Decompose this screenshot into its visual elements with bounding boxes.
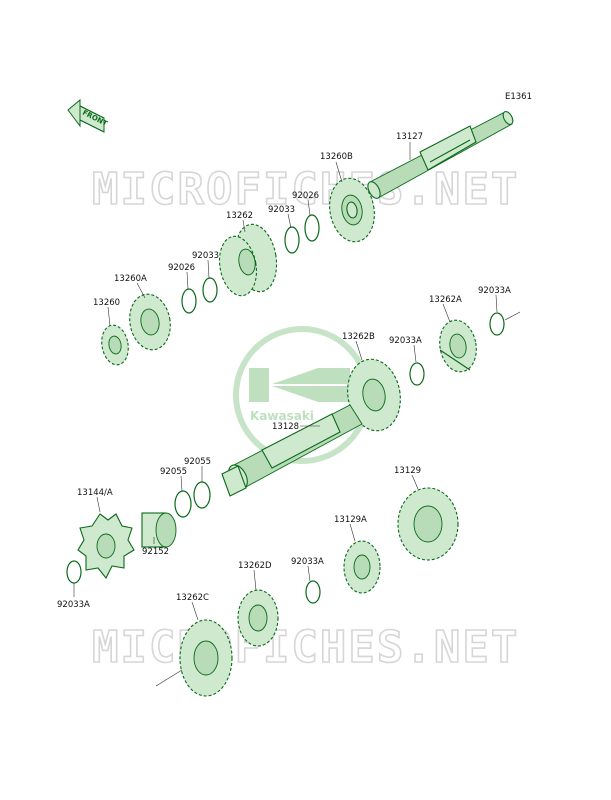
label-13128: 13128 [272,422,299,432]
watermark-bottom: MICROFICHES.NET [92,622,519,673]
shaft-13128 [221,404,363,497]
label-13262C: 13262C [176,593,209,603]
oring-92055-a [174,490,192,518]
gear-13260A [129,293,171,351]
washer-92033-upper [284,226,300,254]
label-92033A-mid: 92033A [389,336,422,346]
gear-13260 [101,324,129,366]
label-92152: 92152 [142,547,169,557]
shaft-13127 [367,110,514,199]
diagram-code: E1361 [505,92,532,102]
label-92026-upper: 92026 [292,191,319,201]
label-13262B: 13262B [342,332,375,342]
washer-92033A-right [489,312,505,336]
front-arrow-icon: FRONT [67,98,109,133]
label-13260: 13260 [93,298,120,308]
washer-92026-lower [181,288,197,314]
gear-13262C [179,619,233,697]
washer-92033A-mid [409,362,425,386]
logo-text: Kawasaki [250,409,314,423]
gear-13129 [397,487,459,561]
label-13144A: 13144/A [77,488,113,498]
label-13260A: 13260A [114,274,147,284]
gear-13262B [347,358,401,432]
label-92055-a: 92055 [160,467,187,477]
label-92033-lower: 92033 [192,251,219,261]
kawasaki-logo: Kawasaki [233,326,371,464]
label-13262D: 13262D [238,561,272,571]
label-92033A-lower: 92033A [291,557,324,567]
label-92026-lower: 92026 [168,263,195,273]
watermark-top: MICROFICHES.NET [92,164,519,215]
label-13129: 13129 [394,466,421,476]
label-13129A: 13129A [334,515,367,525]
label-92033A-right: 92033A [478,286,511,296]
gear-13129A [343,540,381,594]
gear-13262 [218,223,278,297]
gear-13262D [237,589,279,647]
label-13262: 13262 [226,211,253,221]
sprocket-13144 [77,513,135,580]
circlip-92033A-left [66,560,82,584]
collar-92152 [141,512,177,548]
label-92055-b: 92055 [184,457,211,467]
label-13262A: 13262A [429,295,462,305]
label-92033A-left: 92033A [57,600,90,610]
label-92033-upper: 92033 [268,205,295,215]
washer-92033-lower [202,277,218,303]
gear-13260B [329,177,375,243]
gear-13262A [439,319,477,373]
oring-92055-b [193,481,211,509]
label-13127: 13127 [396,132,423,142]
washer-92033A-lower [305,580,321,604]
washer-92026-upper [304,214,320,242]
label-13260B: 13260B [320,152,353,162]
